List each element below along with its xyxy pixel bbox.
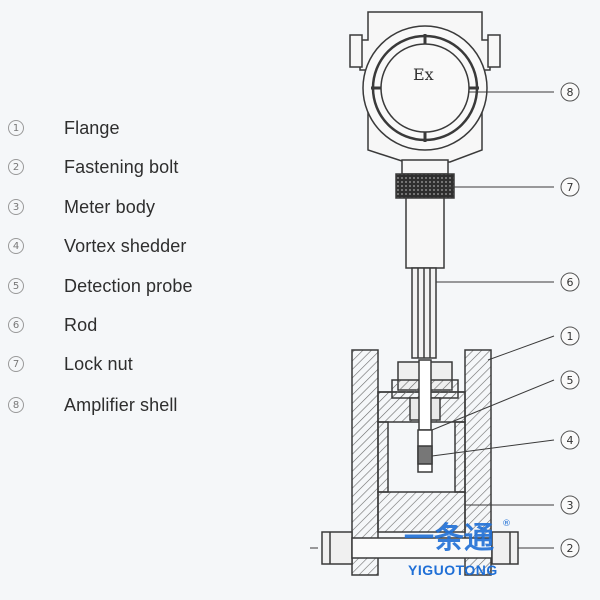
callout-label: 5 <box>567 374 574 387</box>
legend-number: 3 <box>8 199 24 215</box>
callout-label: 8 <box>567 86 574 99</box>
callout-6: 6 <box>560 272 580 292</box>
legend-item: 6 Rod <box>8 313 97 337</box>
legend-item: 4 Vortex shedder <box>8 234 186 258</box>
legend-label: Meter body <box>64 196 156 217</box>
legend-item: 1 Flange <box>8 116 120 140</box>
legend-item: 5 Detection probe <box>8 274 193 298</box>
callout-7: 7 <box>560 177 580 197</box>
callout-5: 5 <box>560 370 580 390</box>
legend-item: 7 Lock nut <box>8 352 133 376</box>
watermark-registered: ® <box>502 519 511 529</box>
parts-legend: 1 Flange 2 Fastening bolt 3 Meter body 4… <box>0 0 240 600</box>
leader-lines <box>431 91 555 549</box>
legend-number: 5 <box>8 278 24 294</box>
legend-label: Fastening bolt <box>64 156 179 177</box>
legend-label: Lock nut <box>64 353 133 374</box>
housing-ex-label: Ex <box>413 65 434 84</box>
legend-item: 3 Meter body <box>8 195 155 219</box>
callout-label: 7 <box>567 181 574 194</box>
watermark-latin: YIGUOTONG <box>408 562 498 578</box>
legend-number: 6 <box>8 317 24 333</box>
rod <box>405 197 445 359</box>
legend-number: 1 <box>8 120 24 136</box>
legend-number: 2 <box>8 159 24 175</box>
legend-item: 2 Fastening bolt <box>8 155 178 179</box>
callouts: 8 7 6 1 5 4 3 2 <box>560 82 580 558</box>
callout-2: 2 <box>560 538 580 558</box>
legend-number: 7 <box>8 356 24 372</box>
lock-nut <box>395 173 455 199</box>
legend-item: 8 Amplifier shell <box>8 393 178 417</box>
legend-label: Vortex shedder <box>64 235 187 256</box>
watermark-chinese: 一条通 <box>404 521 494 556</box>
meter-body <box>377 391 466 533</box>
brand-watermark: 一条通 ® YIGUOTONG <box>404 519 511 578</box>
callout-1: 1 <box>560 326 580 346</box>
legend-number: 8 <box>8 397 24 413</box>
callout-label: 3 <box>567 499 574 512</box>
fastening-bolt <box>310 531 520 565</box>
callout-8: 8 <box>560 82 580 102</box>
legend-label: Flange <box>64 117 120 138</box>
legend-number: 4 <box>8 238 24 254</box>
amplifier-shell: Ex <box>349 11 501 175</box>
callout-label: 6 <box>567 276 574 289</box>
callout-4: 4 <box>560 430 580 450</box>
vortex-shedder <box>417 429 433 473</box>
callout-label: 4 <box>567 434 574 447</box>
callout-3: 3 <box>560 495 580 515</box>
callout-label: 1 <box>567 330 574 343</box>
legend-label: Amplifier shell <box>64 394 178 415</box>
legend-label: Rod <box>64 314 98 335</box>
legend-label: Detection probe <box>64 275 193 296</box>
callout-label: 2 <box>567 542 574 555</box>
detection-probe <box>391 359 459 431</box>
